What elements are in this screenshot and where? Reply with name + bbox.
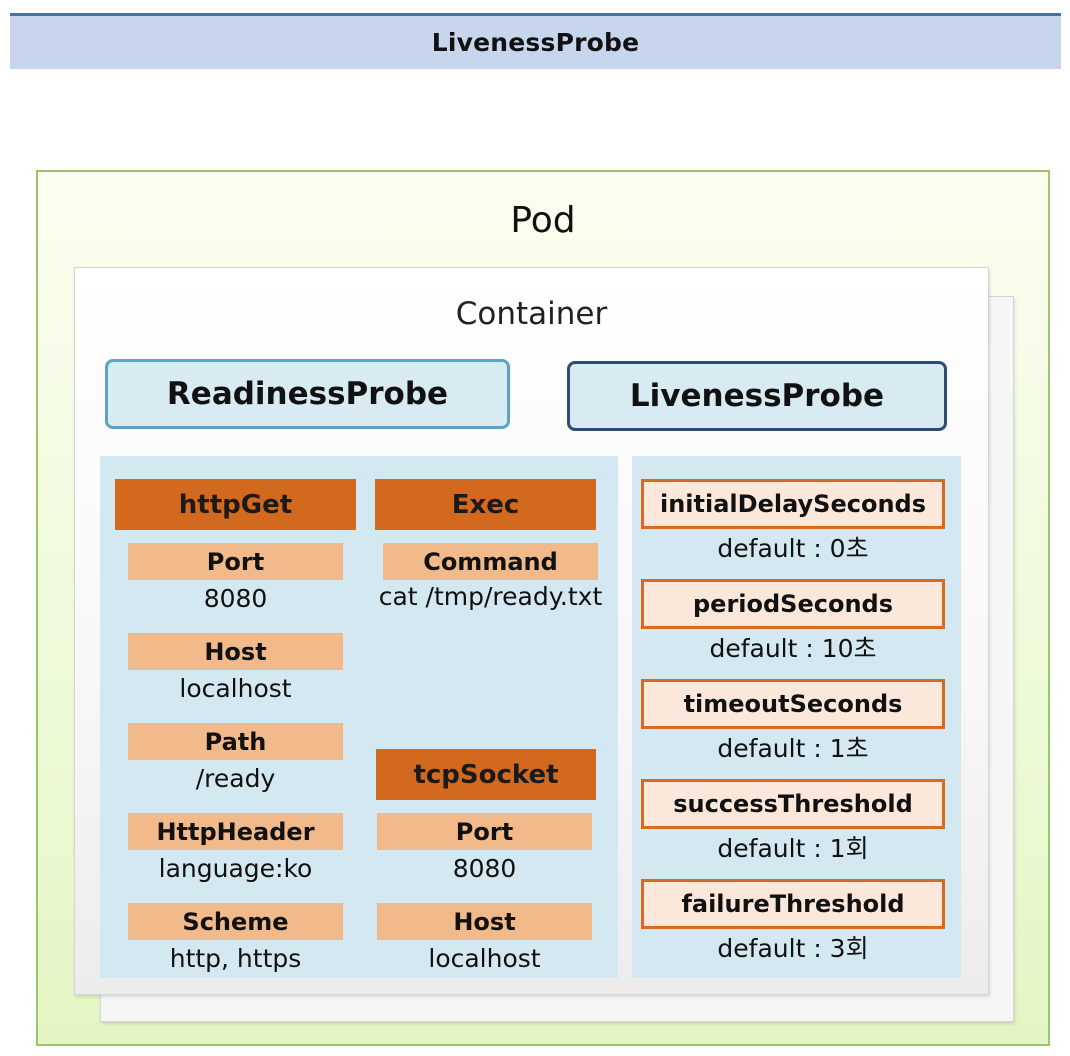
readiness-panel [100,456,618,978]
tcpsocket-port-label: Port [377,813,592,850]
tcpsocket-category: tcpSocket [376,749,596,800]
liveness-probe-header: LivenessProbe [567,361,947,431]
param-timeout-seconds-default: default : 1초 [717,734,869,763]
exec-command-label: Command [383,543,598,580]
httpget-scheme-value: http, https [169,943,302,973]
pod-title: Pod [510,199,576,241]
tcpsocket-host-label: Host [377,903,592,940]
readiness-probe-header: ReadinessProbe [105,359,510,429]
param-success-threshold: successThreshold [641,779,945,829]
exec-category: Exec [375,479,596,530]
exec-command-value: cat /tmp/ready.txt [378,581,603,611]
param-success-threshold-default: default : 1회 [717,834,869,863]
httpget-header-label: HttpHeader [128,813,343,850]
httpget-path-value: /ready [195,763,276,793]
httpget-host-value: localhost [179,673,292,703]
httpget-path-label: Path [128,723,343,760]
httpget-port-label: Port [128,543,343,580]
param-timeout-seconds: timeoutSeconds [641,679,945,729]
readiness-probe-title: ReadinessProbe [166,376,449,412]
param-initial-delay-seconds-default: default : 0초 [717,534,869,563]
title-bar: LivenessProbe [10,13,1061,69]
container-title: Container [455,296,608,332]
httpget-category: httpGet [115,479,356,530]
httpget-scheme-label: Scheme [128,903,343,940]
param-failure-threshold: failureThreshold [641,879,945,929]
page-title: LivenessProbe [431,28,640,57]
param-period-seconds-default: default : 10초 [709,634,877,663]
httpget-host-label: Host [128,633,343,670]
tcpsocket-host-value: localhost [428,943,541,973]
param-failure-threshold-default: default : 3회 [717,934,869,963]
param-period-seconds: periodSeconds [641,579,945,629]
param-initial-delay-seconds: initialDelaySeconds [641,479,945,529]
liveness-probe-title: LivenessProbe [629,378,885,414]
tcpsocket-port-value: 8080 [452,853,517,883]
httpget-port-value: 8080 [203,583,268,613]
httpget-header-value: language:ko [158,853,313,883]
